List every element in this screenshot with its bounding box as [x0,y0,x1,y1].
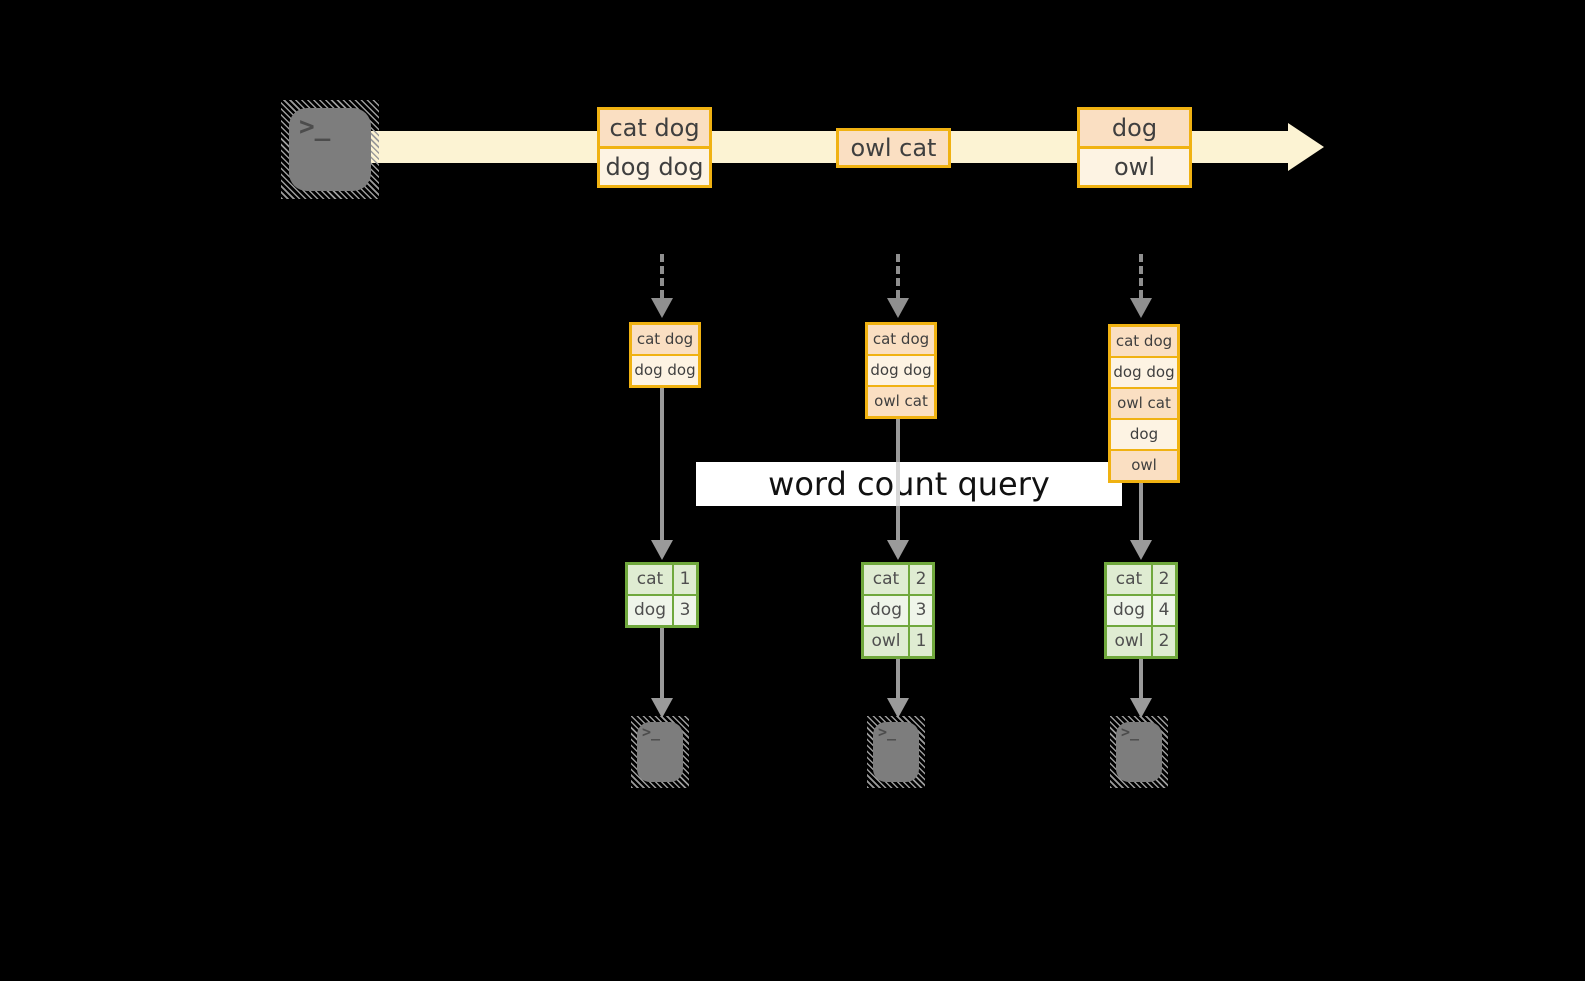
arrow-line-state3-result3 [1139,481,1143,542]
stream-batch-2-line-1: owl cat [839,131,948,165]
state-3-line-1: cat dog [1111,327,1177,356]
state-box-3: cat dog dog dog owl cat dog owl [1108,324,1180,483]
arrow-head-sink2-icon [887,698,909,718]
stream-batch-3-line-2: owl [1080,146,1189,185]
table-row: dog 3 [628,594,696,625]
terminal-screen [1116,722,1162,782]
table-row: cat 2 [864,565,932,594]
arrow-through-band-segment [896,462,900,506]
result-2-count-3: 1 [908,627,932,656]
query-label: word count query [768,465,1050,503]
result-3-count-2: 4 [1151,596,1175,625]
terminal-prompt-icon: >_ [642,723,661,741]
result-3-count-1: 2 [1151,565,1175,594]
result-2-word-2: dog [864,596,908,625]
result-table-3: cat 2 dog 4 owl 2 [1104,562,1178,659]
result-3-word-3: owl [1107,627,1151,656]
stream-batch-1-line-2: dog dog [600,146,709,185]
result-3-count-3: 2 [1151,627,1175,656]
result-3-word-1: cat [1107,565,1151,594]
state-2-line-2: dog dog [868,354,934,385]
state-2-line-3: owl cat [868,385,934,416]
result-1-word-1: cat [628,565,672,594]
table-row: owl 1 [864,625,932,656]
arrow-head-sink1-icon [651,698,673,718]
table-row: dog 4 [1107,594,1175,625]
result-1-word-2: dog [628,596,672,625]
arrow-head-sink3-icon [1130,698,1152,718]
result-2-count-2: 3 [908,596,932,625]
dashed-arrow-head-1-icon [651,298,673,318]
result-2-word-1: cat [864,565,908,594]
result-1-count-1: 1 [672,565,696,594]
dashed-arrow-head-3-icon [1130,298,1152,318]
dashed-arrow-line-1 [660,254,664,298]
table-row: owl 2 [1107,625,1175,656]
dashed-arrow-line-2 [896,254,900,298]
table-row: cat 2 [1107,565,1175,594]
query-label-band: word count query [696,462,1122,506]
state-1-line-2: dog dog [632,354,698,385]
result-table-2: cat 2 dog 3 owl 1 [861,562,935,659]
state-box-2: cat dog dog dog owl cat [865,322,937,419]
state-1-line-1: cat dog [632,325,698,354]
sink-terminal-2-icon: >_ [867,716,925,788]
state-box-1: cat dog dog dog [629,322,701,388]
result-2-count-1: 2 [908,565,932,594]
stream-batch-3-line-1: dog [1080,110,1189,146]
dashed-arrow-head-2-icon [887,298,909,318]
result-3-word-2: dog [1107,596,1151,625]
terminal-screen [289,108,371,191]
stream-batch-1: cat dog dog dog [597,107,712,188]
table-row: dog 3 [864,594,932,625]
source-terminal-icon: >_ [281,100,379,199]
result-table-1: cat 1 dog 3 [625,562,699,628]
terminal-prompt-icon: >_ [1121,723,1140,741]
state-3-line-2: dog dog [1111,356,1177,387]
arrow-line-result2-sink2 [896,659,900,700]
arrow-line-result3-sink3 [1139,659,1143,700]
state-3-line-4: dog [1111,418,1177,449]
terminal-prompt-icon: >_ [299,112,331,142]
terminal-screen [637,722,683,782]
arrow-line-result1-sink1 [660,628,664,700]
dashed-arrow-line-3 [1139,254,1143,298]
input-stream-arrowhead-icon [1288,123,1324,171]
arrow-head-result3-icon [1130,540,1152,560]
stream-batch-1-line-1: cat dog [600,110,709,146]
state-3-line-3: owl cat [1111,387,1177,418]
state-2-line-1: cat dog [868,325,934,354]
sink-terminal-3-icon: >_ [1110,716,1168,788]
sink-terminal-1-icon: >_ [631,716,689,788]
result-2-word-3: owl [864,627,908,656]
stream-batch-2: owl cat [836,128,951,168]
terminal-screen [873,722,919,782]
table-row: cat 1 [628,565,696,594]
arrow-head-result2-icon [887,540,909,560]
arrow-head-result1-icon [651,540,673,560]
result-1-count-2: 3 [672,596,696,625]
terminal-prompt-icon: >_ [878,723,897,741]
arrow-line-state1-result1 [660,386,664,542]
state-3-line-5: owl [1111,449,1177,480]
stream-batch-3: dog owl [1077,107,1192,188]
